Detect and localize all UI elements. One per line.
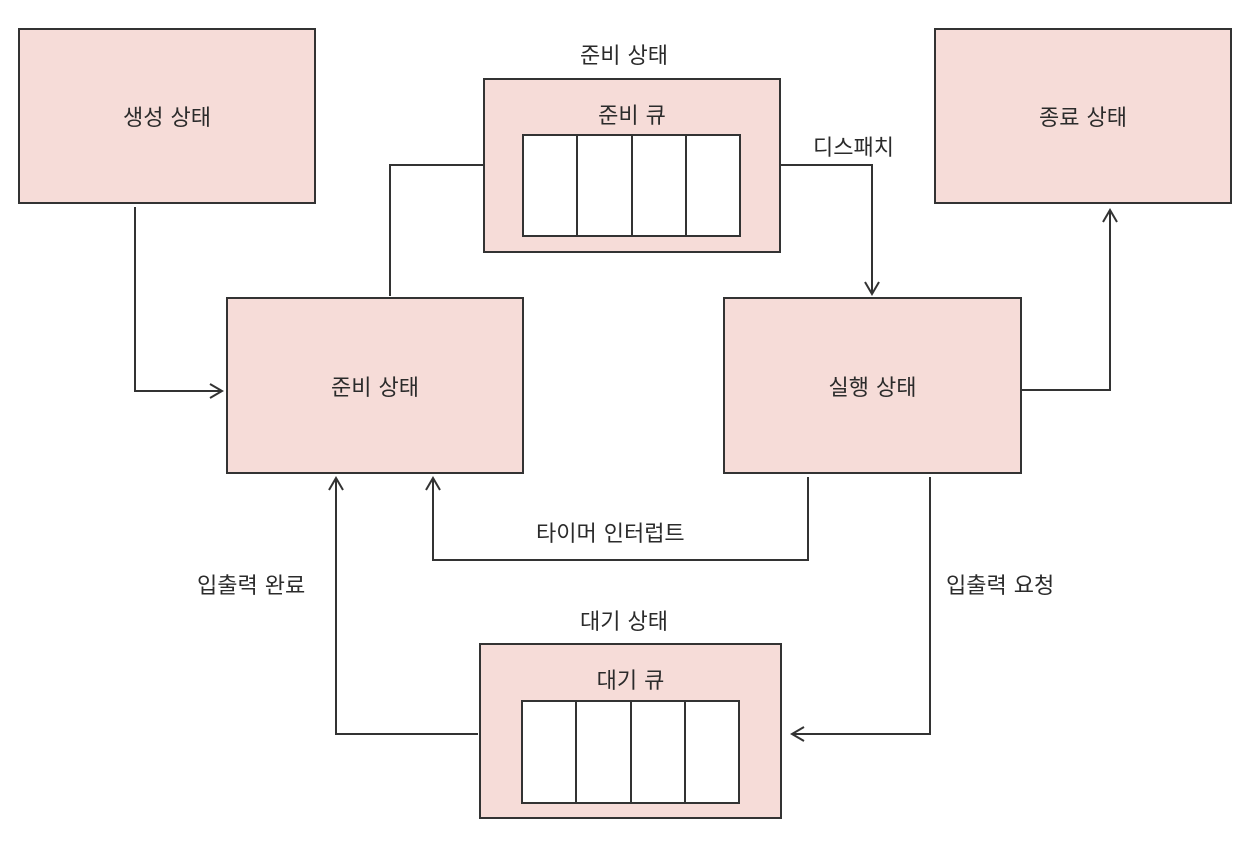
queue-slot <box>578 136 633 235</box>
ready-state-label: 준비 상태 <box>331 375 419 401</box>
arrow-new-to-ready <box>134 207 224 399</box>
wait-queue-label: 대기 큐 <box>596 669 665 694</box>
io-request-label: 입출력 요청 <box>946 574 1055 599</box>
new-state-box: 생성 상태 <box>18 28 316 204</box>
ready-state-box: 준비 상태 <box>226 297 524 474</box>
wait-queue-box: 대기 큐 <box>479 643 782 819</box>
arrow-io-complete <box>328 476 478 735</box>
arrow-timer-interrupt <box>425 476 809 561</box>
dispatch-label: 디스패치 <box>813 136 894 161</box>
arrow-io-request <box>790 477 931 742</box>
arrow-running-to-terminated <box>1022 208 1118 391</box>
queue-slot <box>632 702 686 802</box>
queue-slot <box>687 136 739 235</box>
terminated-state-box: 종료 상태 <box>934 28 1232 204</box>
queue-slot <box>633 136 687 235</box>
wait-queue-slots <box>521 700 740 804</box>
wait-queue-group-label: 대기 상태 <box>580 610 668 635</box>
terminated-state-label: 종료 상태 <box>1039 106 1127 131</box>
new-state-label: 생성 상태 <box>123 106 211 131</box>
queue-slot <box>577 702 632 802</box>
ready-queue-slots <box>522 134 741 237</box>
running-state-label: 실행 상태 <box>828 375 917 401</box>
ready-queue-group-label: 준비 상태 <box>580 44 668 69</box>
queue-slot <box>686 702 738 802</box>
ready-queue-box: 준비 큐 <box>483 78 781 253</box>
ready-queue-label: 준비 큐 <box>598 104 666 129</box>
running-state-box: 실행 상태 <box>723 297 1022 474</box>
io-complete-label: 입출력 완료 <box>197 574 306 599</box>
line-ready-to-queue <box>389 164 483 296</box>
queue-slot <box>523 702 578 802</box>
timer-interrupt-label: 타이머 인터럽트 <box>536 522 685 547</box>
arrow-dispatch <box>781 164 880 296</box>
queue-slot <box>524 136 579 235</box>
